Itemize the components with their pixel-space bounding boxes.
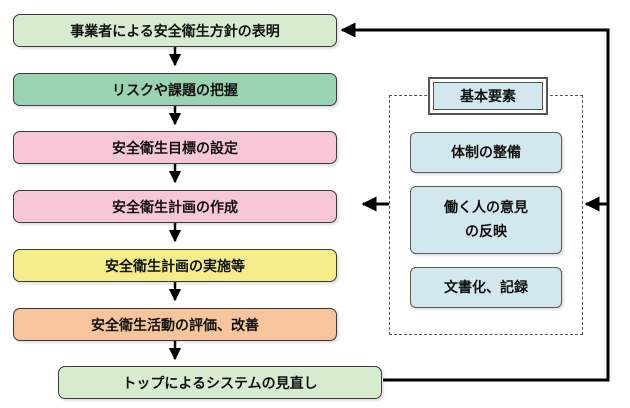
step-plan-implementation: 安全衛生計画の実施等 <box>13 249 337 282</box>
step-goal-setting: 安全衛生目標の設定 <box>13 131 337 164</box>
element-worker-opinion: 働く人の意見 の反映 <box>410 186 562 254</box>
step-evaluation: 安全衛生活動の評価、改善 <box>13 308 337 341</box>
basic-elements-title-box: 基本要素 <box>428 77 548 115</box>
step-top-review: トップによるシステムの見直し <box>58 366 382 399</box>
element-documentation: 文書化、記録 <box>410 267 562 308</box>
element-organization: 体制の整備 <box>410 132 562 173</box>
step-policy: 事業者による安全衛生方針の表明 <box>13 14 337 47</box>
step-plan-creation: 安全衛生計画の作成 <box>13 190 337 223</box>
step-risk-assessment: リスクや課題の把握 <box>13 73 337 106</box>
basic-elements-title: 基本要素 <box>433 82 543 110</box>
